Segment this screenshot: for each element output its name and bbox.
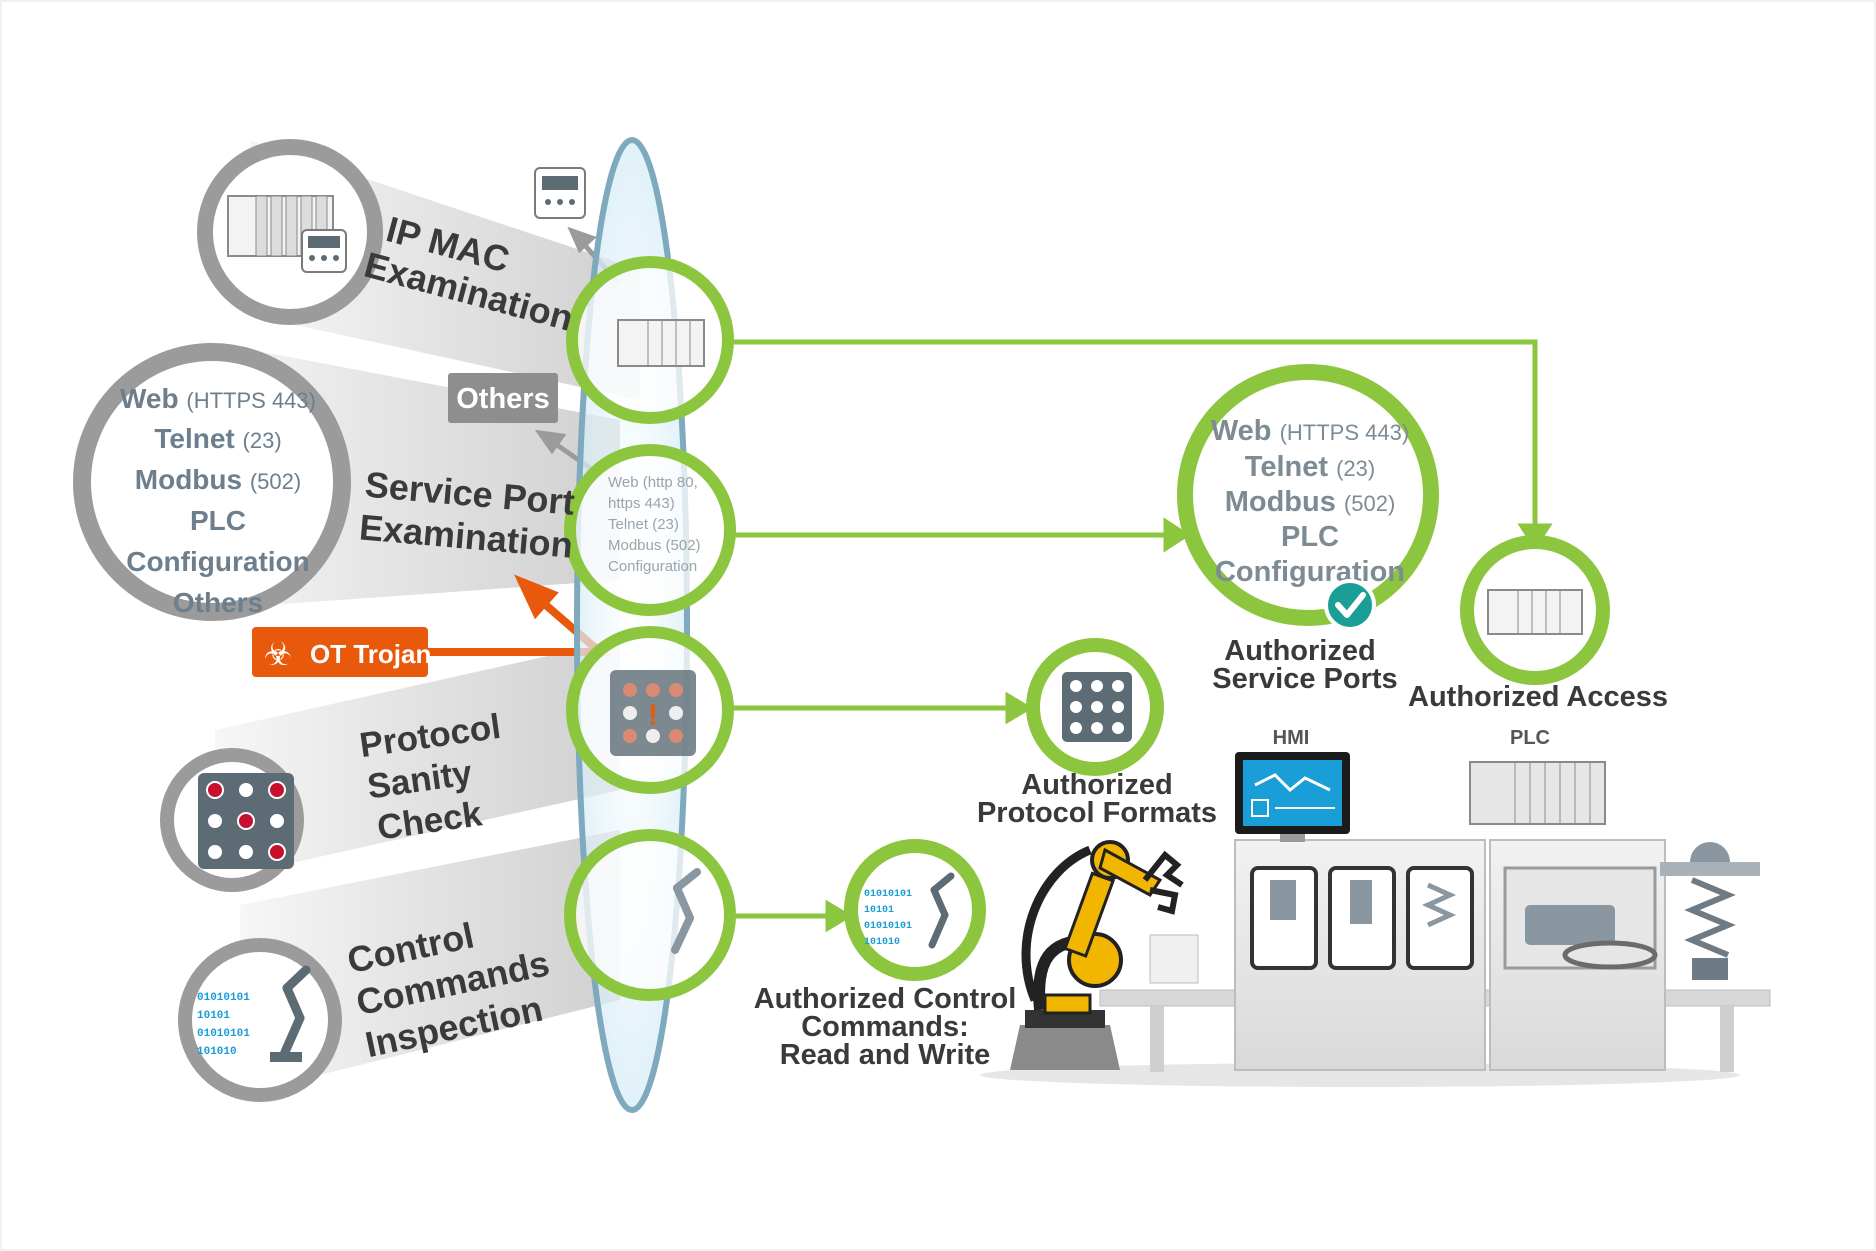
service-port-circle: [73, 343, 351, 621]
binary-line-1: 01010101: [197, 992, 250, 1004]
others-badge-label: Others: [456, 383, 549, 415]
authorized-service-circle: Web (HTTPS 443) Telnet (23) Modbus (502)…: [1177, 364, 1439, 631]
protocol-grid-red-icon: [198, 773, 294, 869]
auth-protocol-title-1: Authorized: [1021, 769, 1172, 801]
auth-robot-icon: [928, 872, 955, 949]
svc-config: Configuration: [126, 546, 310, 577]
binary-line-2: 10101: [197, 1010, 230, 1022]
svg-text:Web (HTTPS 443): Web (HTTPS 443): [1211, 415, 1409, 447]
biohazard-icon: ☣: [264, 636, 293, 672]
svg-text:Telnet (23): Telnet (23): [154, 423, 281, 454]
svc-telnet-port: (23): [243, 428, 282, 453]
lens-protocol-circle: !: [566, 626, 734, 794]
ip-mac-circle: [197, 139, 383, 325]
authorized-control-circle: 01010101 10101 01010101 101010: [844, 839, 986, 981]
auth-svc-web-port: (HTTPS 443): [1280, 420, 1410, 445]
auth-control-title-1: Authorized Control: [754, 983, 1017, 1015]
auth-svc-modbus: Modbus: [1225, 486, 1336, 518]
auth-svc-modbus-port: (502): [1344, 491, 1395, 516]
binary-line-4: 101010: [197, 1046, 237, 1058]
svc-web: Web: [120, 383, 179, 414]
auth-binary-2: 10101: [864, 905, 894, 916]
lens-control-circle: [564, 829, 736, 1001]
svg-text:Modbus (502): Modbus (502): [135, 464, 301, 495]
control-circle: 01010101 10101 01010101 101010: [178, 938, 342, 1102]
access-plc-icon: [1487, 589, 1583, 635]
robot-arm-icon: [280, 965, 311, 1057]
auth-svc-web: Web: [1211, 415, 1272, 447]
warning-exclamation-icon: !: [648, 699, 658, 732]
auth-svc-telnet: Telnet: [1245, 451, 1329, 483]
trojan-badge: [252, 627, 428, 677]
keypad-device-icon: [301, 229, 347, 273]
auth-svc-config: Configuration: [1215, 556, 1405, 588]
green-arrow-protocol: [728, 691, 1033, 725]
lens-robot-icon: [671, 868, 701, 954]
auth-control-title-2: Commands:: [801, 1011, 969, 1043]
yellow-robot-icon: [1021, 840, 1184, 1015]
hmi-label: HMI: [1273, 727, 1310, 749]
plc-icon: [1469, 761, 1606, 825]
auth-service-title-1: Authorized: [1224, 635, 1375, 667]
auth-control-title-3: Read and Write: [780, 1039, 991, 1071]
svg-text:Telnet (23): Telnet (23): [1245, 451, 1375, 483]
lens-plc-icon: [617, 319, 705, 367]
svc-telnet: Telnet: [154, 423, 234, 454]
protocol-circle: [160, 748, 304, 892]
keypad-device-small-icon: [534, 167, 586, 219]
binary-line-3: 01010101: [197, 1028, 250, 1040]
plc-label: PLC: [1510, 727, 1550, 749]
auth-binary-1: 01010101: [864, 889, 912, 900]
svc-plc: PLC: [190, 505, 246, 536]
svc-others: Others: [173, 587, 263, 618]
others-badge: [448, 373, 558, 423]
svc-modbus-port: (502): [250, 469, 301, 494]
trojan-label: OT Trojan: [310, 639, 431, 669]
svc-modbus: Modbus: [135, 464, 242, 495]
lens-service-line-5: Configuration: [608, 558, 697, 575]
authorized-protocol-circle: [1026, 638, 1164, 776]
robot-base-icon: [270, 1052, 302, 1062]
auth-binary-3: 01010101: [864, 921, 912, 932]
lens-ip-circle: [566, 256, 734, 424]
svg-text:Web (HTTPS 443): Web (HTTPS 443): [120, 383, 316, 414]
svg-text:Modbus (502): Modbus (502): [1225, 486, 1396, 518]
auth-access-title: Authorized Access: [1408, 681, 1668, 713]
auth-svc-plc: PLC: [1281, 521, 1339, 553]
check-badge-icon: [1324, 579, 1376, 631]
green-arrow-service: [730, 517, 1191, 553]
lens-service-line-2: https 443): [608, 495, 675, 512]
auth-binary-4: 101010: [864, 937, 900, 948]
green-arrow-control: [730, 899, 853, 933]
svc-web-port: (HTTPS 443): [186, 388, 316, 413]
service-list-left: Web (HTTPS 443) Telnet (23) Modbus (502)…: [120, 383, 316, 618]
authorized-access-circle: [1460, 535, 1610, 685]
control-label: Control Commands Inspection: [344, 914, 553, 1065]
lens-service-circle: Web (http 80, https 443) Telnet (23) Mod…: [564, 444, 736, 616]
lens-service-line-1: Web (http 80,: [608, 474, 698, 491]
lens-service-line-4: Modbus (502): [608, 537, 701, 554]
auth-service-title-2: Service Ports: [1212, 663, 1397, 695]
factory-scene: [980, 752, 1771, 1087]
lens-service-line-3: Telnet (23): [608, 516, 679, 533]
auth-svc-telnet-port: (23): [1336, 456, 1375, 481]
auth-protocol-title-2: Protocol Formats: [977, 797, 1217, 829]
